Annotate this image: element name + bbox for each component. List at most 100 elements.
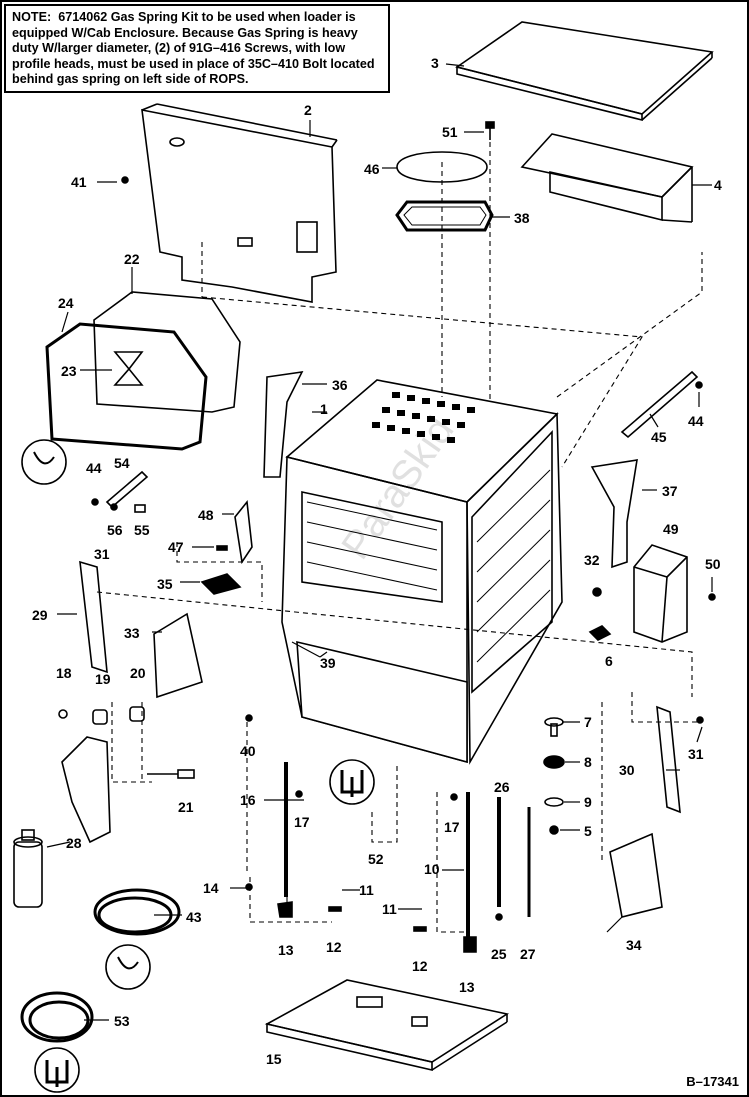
callout-label: 52 bbox=[368, 851, 384, 867]
callout-label: 44 bbox=[86, 460, 102, 476]
trim-part-37 bbox=[590, 459, 638, 569]
callout-label: 50 bbox=[705, 556, 721, 572]
callout-labels: 1 2 3 4 5 6 7 8 9 10 11 11 12 12 13 13 1… bbox=[32, 55, 722, 1067]
callout-label: 40 bbox=[240, 743, 256, 759]
callout-label: 28 bbox=[66, 835, 82, 851]
callout-label: 6 bbox=[605, 653, 613, 669]
callout-label: 2 bbox=[304, 102, 312, 118]
callout-label: 30 bbox=[619, 762, 635, 778]
pad-part-34 bbox=[609, 832, 663, 918]
callout-label: 47 bbox=[168, 539, 184, 555]
note-label: NOTE: bbox=[12, 10, 52, 24]
callout-label: 31 bbox=[94, 546, 110, 562]
callout-label: 17 bbox=[294, 814, 310, 830]
trim-part-48 bbox=[234, 499, 253, 565]
callout-label: 38 bbox=[514, 210, 530, 226]
pad-part-35 bbox=[200, 573, 242, 595]
callout-label: 11 bbox=[382, 901, 397, 917]
callout-label: 8 bbox=[584, 754, 592, 770]
callout-label: 11 bbox=[359, 882, 374, 898]
pad-part-33 bbox=[153, 612, 203, 699]
cord-part-43 bbox=[93, 888, 181, 936]
callout-label: 24 bbox=[58, 295, 74, 311]
mount-parts-7-8-9-5 bbox=[543, 717, 565, 835]
callout-label: 55 bbox=[134, 522, 150, 538]
callout-label: 22 bbox=[124, 251, 140, 267]
callout-label: 18 bbox=[56, 665, 72, 681]
small-fasteners bbox=[121, 176, 716, 932]
callout-label: 19 bbox=[95, 671, 111, 687]
base-plate-part-15 bbox=[264, 979, 510, 1072]
note-line-1: NOTE: 6714062 Gas Spring Kit to be used … bbox=[12, 10, 382, 26]
callout-label: 39 bbox=[320, 655, 336, 671]
callout-label: 46 bbox=[364, 161, 380, 177]
callout-label: 13 bbox=[459, 979, 475, 995]
cab-enclosure-part-1 bbox=[281, 379, 563, 765]
spacer-part-32 bbox=[592, 587, 602, 597]
rear-window-part-24 bbox=[45, 322, 208, 451]
seal-part-38 bbox=[395, 200, 494, 232]
callout-label: 49 bbox=[663, 521, 679, 537]
cord-part-53 bbox=[20, 991, 94, 1043]
callout-label: 56 bbox=[107, 522, 123, 538]
note-line-2: equipped W/Cab Enclosure. Because Gas Sp… bbox=[12, 25, 358, 40]
callout-label: 14 bbox=[203, 880, 219, 896]
callout-label: 32 bbox=[584, 552, 600, 568]
trim-part-36 bbox=[263, 370, 304, 478]
callout-label: 35 bbox=[157, 576, 173, 592]
callout-label: 15 bbox=[266, 1051, 282, 1067]
detail-circle-icons bbox=[21, 439, 375, 1093]
callout-label: 5 bbox=[584, 823, 592, 839]
callout-label: 12 bbox=[326, 939, 342, 955]
bracket-part-29 bbox=[79, 560, 108, 674]
note-line-4: profile heads, must be used in place of … bbox=[12, 56, 375, 71]
callout-label: 9 bbox=[584, 794, 592, 810]
rear-bracket-part-4 bbox=[520, 133, 694, 223]
rear-window-part-22 bbox=[93, 291, 241, 413]
callout-label: 53 bbox=[114, 1013, 130, 1029]
callout-label: 44 bbox=[688, 413, 704, 429]
callout-label: 10 bbox=[424, 861, 440, 877]
callout-label: 26 bbox=[494, 779, 510, 795]
bracket-part-13-right bbox=[463, 936, 477, 953]
callout-label: 27 bbox=[520, 946, 536, 962]
bracket-part-6 bbox=[588, 625, 612, 641]
callout-label: 4 bbox=[714, 177, 722, 193]
callout-label: 3 bbox=[431, 55, 439, 71]
callout-label: 48 bbox=[198, 507, 214, 523]
callout-label: 16 bbox=[240, 792, 256, 808]
lower-left-parts-18-19-20-21 bbox=[58, 706, 195, 844]
callout-label: 41 bbox=[71, 174, 87, 190]
can-part-28 bbox=[13, 829, 43, 908]
callout-label: 34 bbox=[626, 937, 642, 953]
callout-label: 31 bbox=[688, 746, 704, 762]
note-text-1: 6714062 Gas Spring Kit to be used when l… bbox=[58, 10, 356, 24]
callout-label: 17 bbox=[444, 819, 460, 835]
callout-label: 13 bbox=[278, 942, 294, 958]
callout-label: 1 bbox=[320, 401, 328, 417]
fasteners-44-55-56 bbox=[91, 381, 703, 513]
box-part-49 bbox=[633, 544, 688, 643]
callout-label: 7 bbox=[584, 714, 592, 730]
callout-label: 51 bbox=[442, 124, 458, 140]
roof-panel-part bbox=[455, 21, 714, 122]
callout-label: 12 bbox=[412, 958, 428, 974]
leader-lines bbox=[46, 63, 713, 1021]
bracket-part-13-left bbox=[277, 901, 293, 918]
callout-label: 33 bbox=[124, 625, 140, 641]
note-box: NOTE: 6714062 Gas Spring Kit to be used … bbox=[4, 4, 390, 93]
callout-label: 54 bbox=[114, 455, 130, 471]
hinge-part-54 bbox=[105, 470, 149, 509]
strip-part-45 bbox=[620, 370, 699, 439]
assembly-lines bbox=[96, 142, 703, 933]
callout-label: 25 bbox=[491, 946, 507, 962]
callout-label: 37 bbox=[662, 483, 678, 499]
callout-label: 20 bbox=[130, 665, 146, 681]
note-line-3: duty W/larger diameter, (2) of 91G–416 S… bbox=[12, 41, 346, 55]
rear-panel-part-2 bbox=[141, 103, 338, 303]
callout-label: 43 bbox=[186, 909, 202, 925]
screw-part-51 bbox=[485, 121, 495, 140]
bracket-part-30 bbox=[656, 705, 681, 814]
